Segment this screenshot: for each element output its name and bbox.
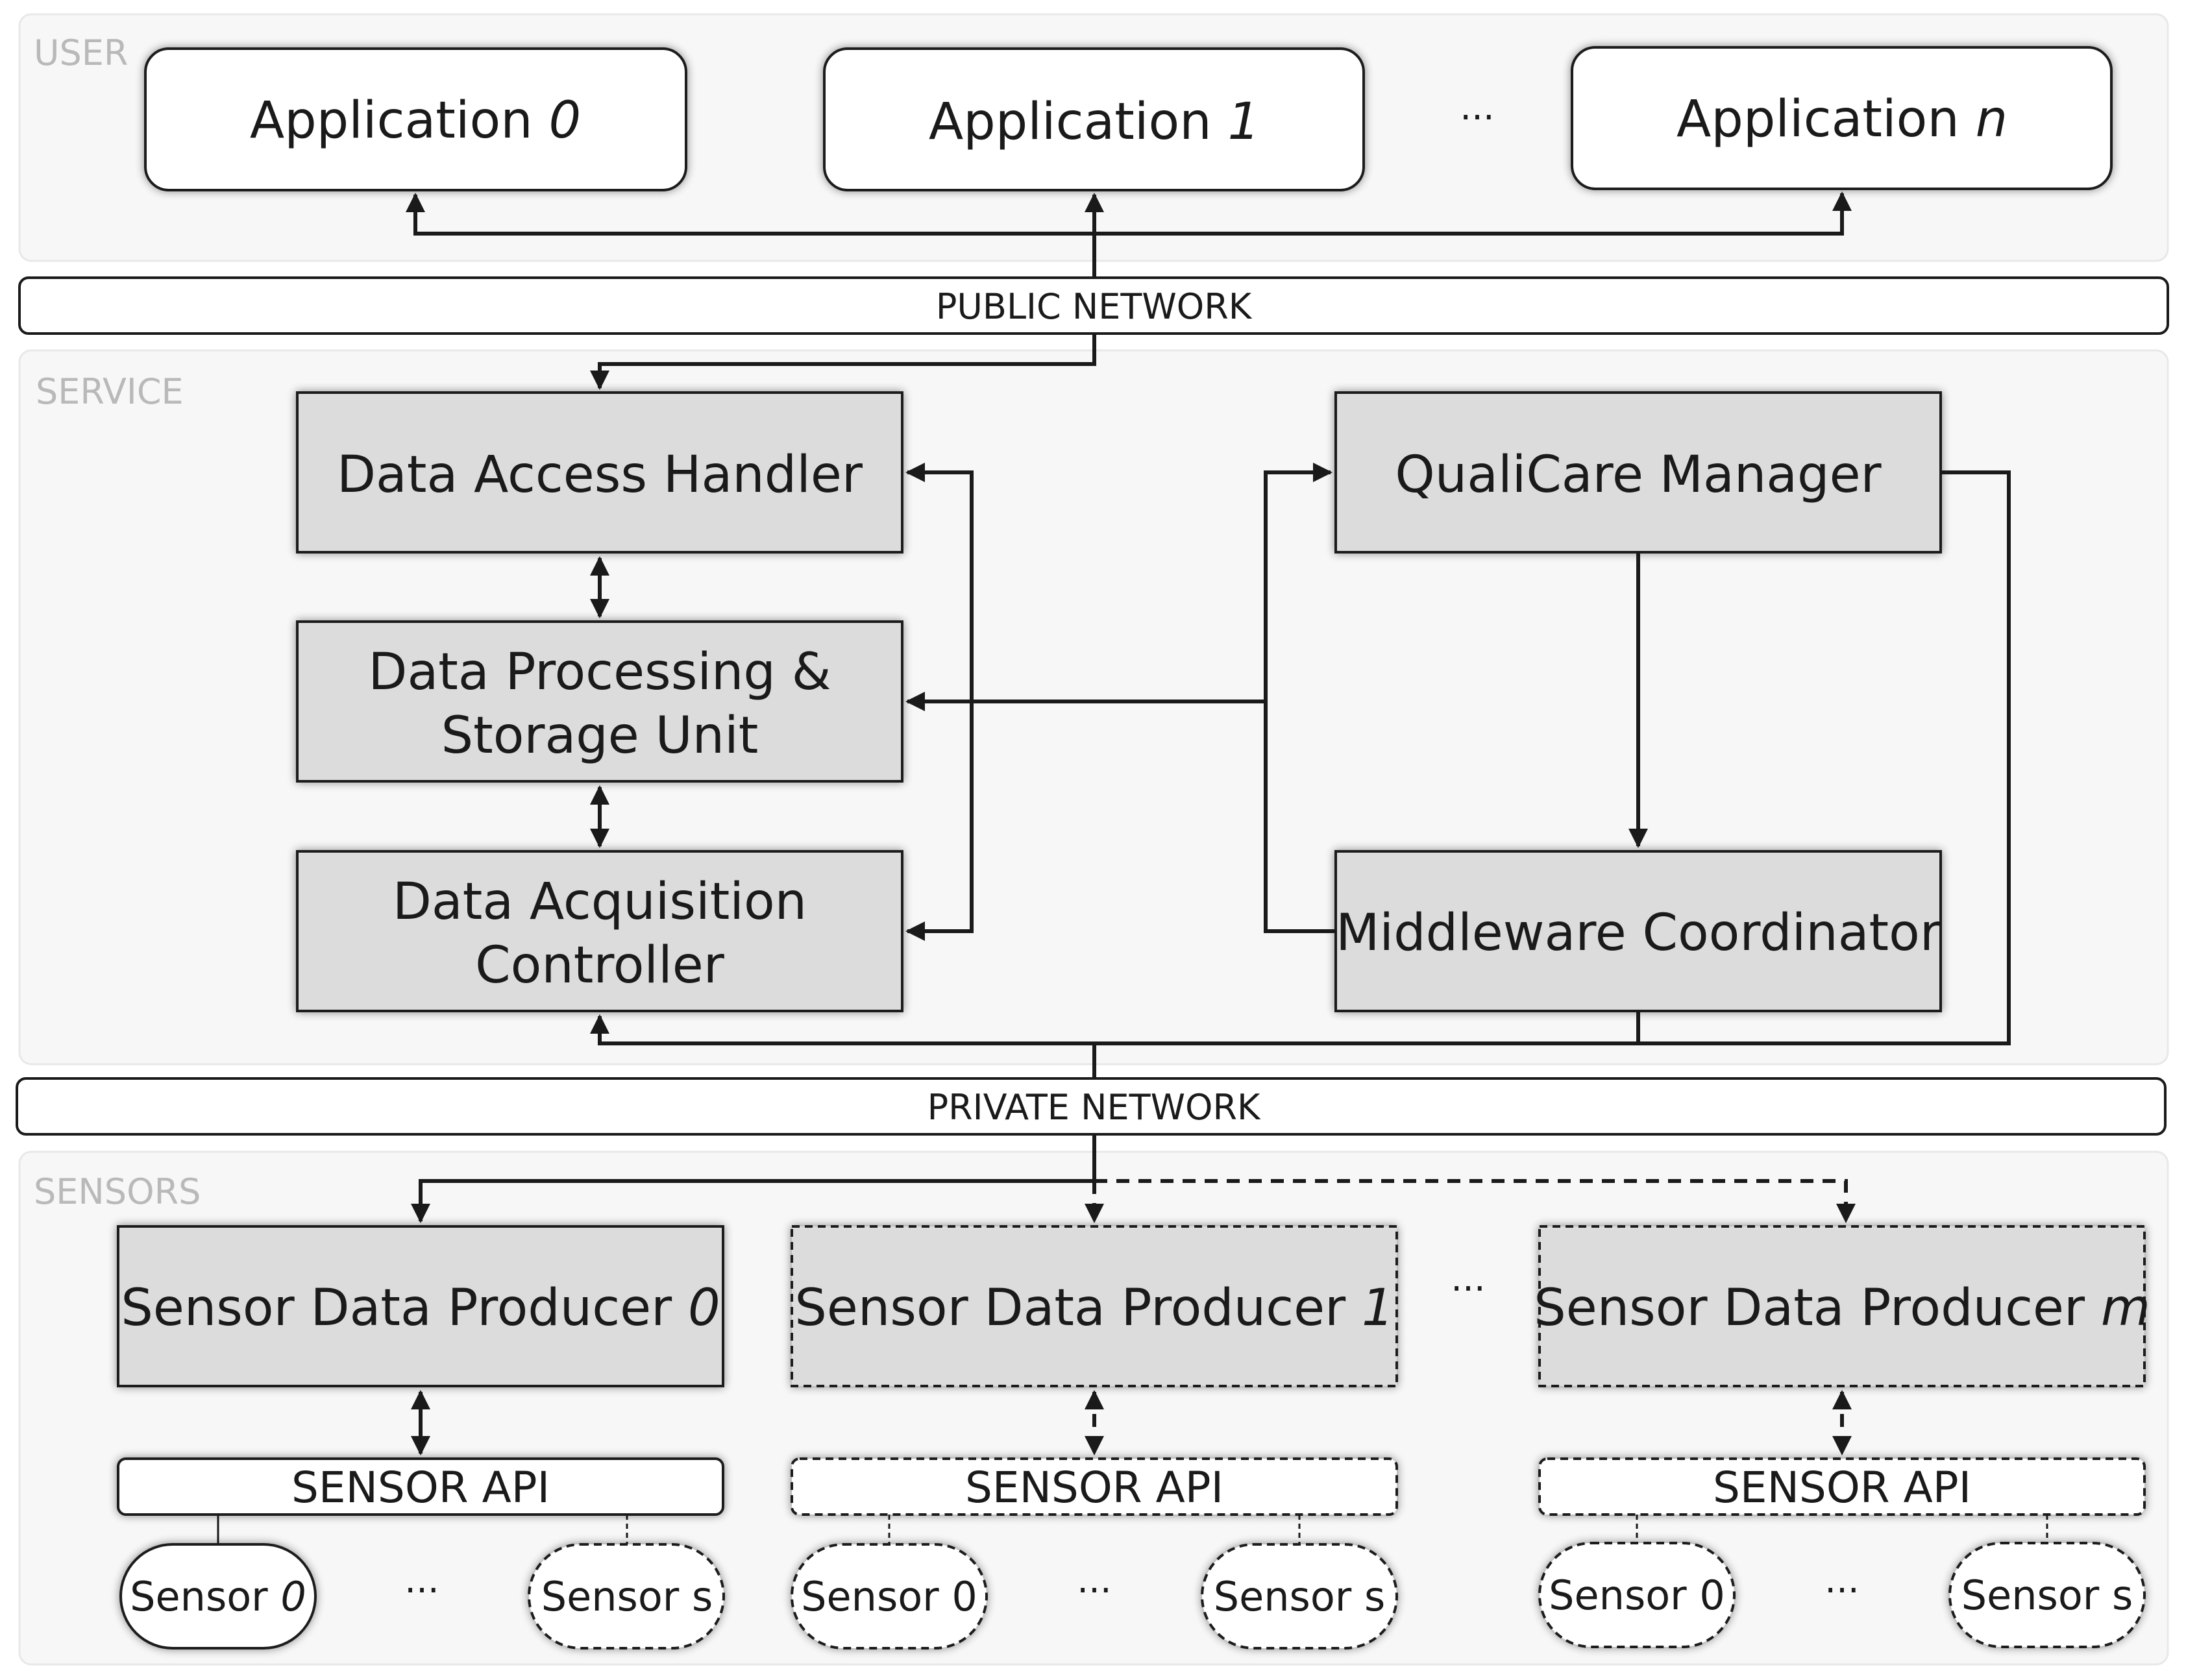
sensor-data-producer-m-box (1538, 1225, 2146, 1387)
sensor-group-0-last-label: Sensor s (541, 1573, 713, 1620)
sensor-group-2-last-label: Sensor s (1961, 1572, 2133, 1619)
sensor-group-1-first (791, 1543, 988, 1650)
application-0-label: Application 0 (250, 91, 581, 150)
application-n-box (1571, 46, 2113, 190)
application-1-box (823, 47, 1365, 191)
public-to-dah-link (590, 334, 1096, 390)
private-network-label: PRIVATE NETWORK (927, 1087, 1261, 1128)
data-acquisition-label-line2: Controller (475, 936, 725, 995)
private-to-producer-m-link (1094, 1179, 1856, 1223)
sensor-group-0-last (528, 1543, 725, 1650)
sensor-api-m-bar (1538, 1457, 2146, 1516)
sensor-data-producer-1-label: Sensor Data Producer 1 (794, 1279, 1394, 1337)
sensor-api-0-label: SENSOR API (291, 1463, 550, 1513)
sensor-group-0-ellipsis: ··· (404, 1570, 439, 1612)
middleware-coordinator-box (1334, 850, 1942, 1012)
data-access-handler-label: Data Access Handler (337, 446, 863, 504)
sensor-api-0-bar (117, 1457, 724, 1516)
sensor-data-producer-0-label: Sensor Data Producer 0 (121, 1279, 720, 1337)
sensor-group-2-first (1538, 1542, 1736, 1648)
user-layer-label: USER (34, 32, 128, 73)
sensor-data-producer-0-box (117, 1225, 724, 1387)
data-acquisition-box (296, 850, 903, 1012)
sensor-data-producer-1-box (791, 1225, 1398, 1387)
producers-ellipsis: ··· (1451, 1268, 1485, 1310)
sensor-group-2-last (1948, 1542, 2146, 1648)
sensor-group-1-first-label: Sensor 0 (801, 1573, 977, 1620)
sensor-group-0-first-label: Sensor 0 (130, 1573, 306, 1620)
private-to-dac-link (590, 1014, 1096, 1078)
sensor-group-1-ellipsis: ··· (1077, 1570, 1111, 1612)
sensor-group-2-first-label: Sensor 0 (1549, 1572, 1725, 1619)
data-processing-box (296, 620, 903, 783)
public-network-label: PUBLIC NETWORK (936, 286, 1253, 327)
app-bus-left (406, 193, 1094, 236)
private-network-bar (16, 1077, 2167, 1136)
qcm-to-private-loop (1094, 470, 2011, 1045)
sensor-group-0-first (119, 1543, 317, 1650)
application-0-box (144, 47, 687, 191)
application-1-label: Application 1 (929, 93, 1260, 151)
qualicare-manager-box (1334, 391, 1942, 554)
private-to-producer-0-link (411, 1134, 1096, 1223)
service-layer-label: SERVICE (36, 371, 184, 412)
sensor-api-m-label: SENSOR API (1713, 1463, 1971, 1513)
sensor-group-1-last-label: Sensor s (1214, 1573, 1386, 1620)
sensor-api-1-bar (791, 1457, 1398, 1516)
app-bus-right (1094, 191, 1852, 236)
sensor-group-1-last (1201, 1543, 1398, 1650)
application-n-label: Application n (1676, 90, 2008, 149)
sensor-group-2-ellipsis: ··· (1824, 1570, 1859, 1612)
sensor-data-producer-m-label: Sensor Data Producer m (1534, 1279, 2150, 1337)
applications-ellipsis: ··· (1460, 97, 1494, 139)
sensors-layer-label: SENSORS (34, 1171, 201, 1212)
qualicare-manager-label: QualiCare Manager (1395, 446, 1882, 504)
middleware-coordinator-label: Middleware Coordinator (1336, 904, 1941, 962)
data-processing-label-line2: Storage Unit (441, 707, 759, 765)
data-access-handler-box (296, 391, 903, 554)
data-processing-label-line1: Data Processing & (368, 643, 831, 701)
sensor-api-1-label: SENSOR API (965, 1463, 1223, 1513)
data-acquisition-label-line1: Data Acquisition (393, 873, 807, 931)
